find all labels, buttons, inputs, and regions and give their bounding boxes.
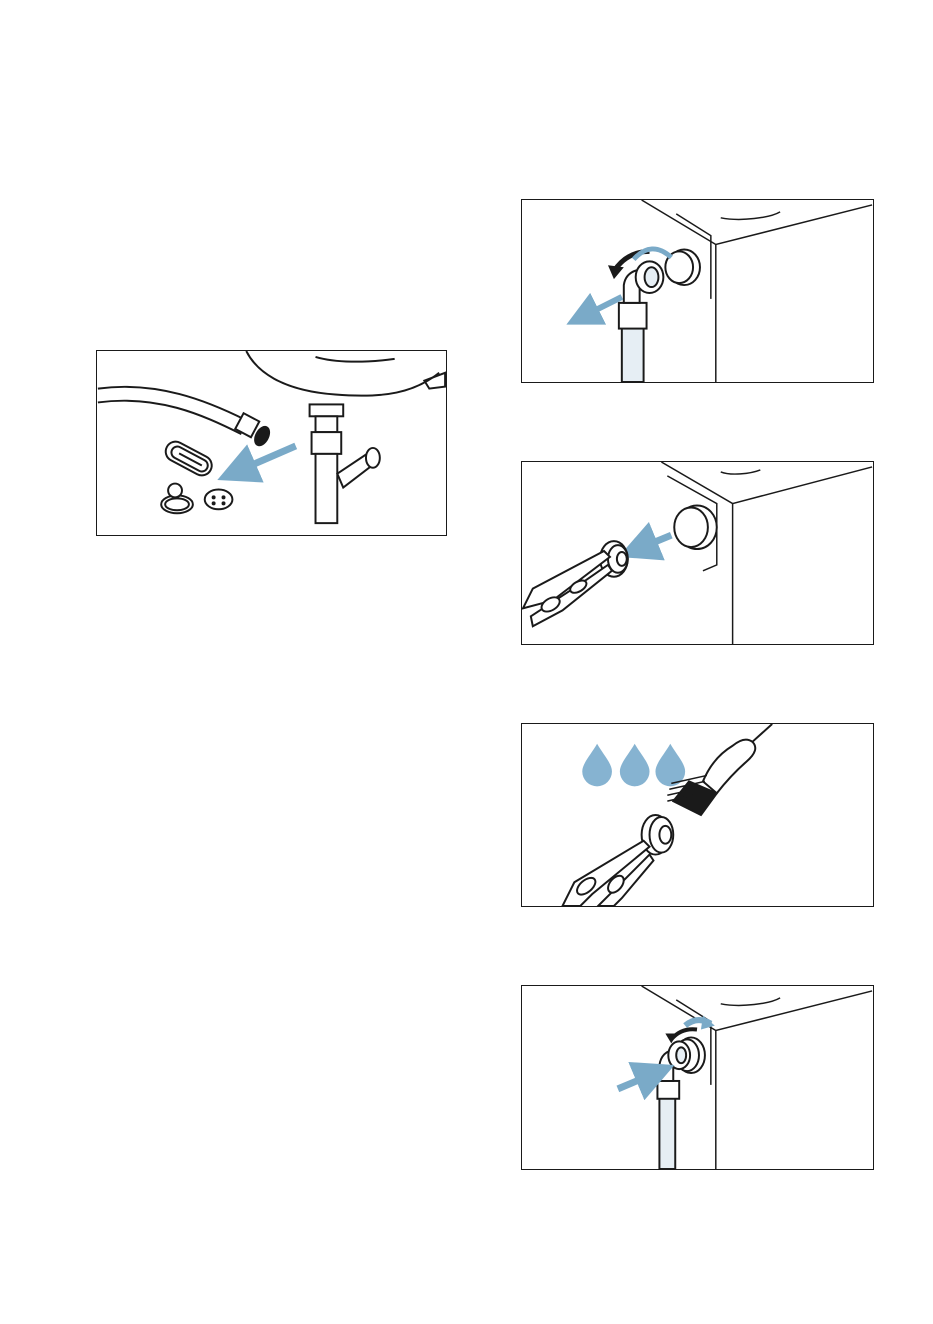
figure-remove-filter xyxy=(521,461,874,645)
remove-filter-illustration xyxy=(522,462,873,644)
figure-clean-filter xyxy=(521,723,874,907)
siphon xyxy=(310,404,380,523)
machine-back xyxy=(642,200,872,382)
pull-arrow-icon xyxy=(582,297,622,317)
supply-hose xyxy=(619,261,664,382)
clean-filter-illustration xyxy=(522,724,873,906)
removal-arrow-icon xyxy=(236,446,295,472)
push-arrow-icon xyxy=(618,1073,656,1089)
pull-arrow-icon xyxy=(638,535,672,549)
reconnect-hose-illustration xyxy=(522,986,873,1169)
button-icon xyxy=(205,489,233,509)
ring-icon xyxy=(161,484,193,514)
unscrew-hose-illustration xyxy=(522,200,873,382)
drain-hose-illustration xyxy=(97,351,446,535)
pliers-icon xyxy=(523,551,612,626)
drain-hose xyxy=(98,387,272,448)
paper-clip-icon xyxy=(162,438,215,479)
figure-unscrew-hose xyxy=(521,199,874,383)
water-drop-icon xyxy=(582,744,612,787)
figure-drain-hose xyxy=(96,350,447,536)
machine-base xyxy=(246,351,445,396)
water-drop-icon xyxy=(655,744,685,787)
figure-reconnect-hose xyxy=(521,985,874,1170)
machine-back xyxy=(661,462,872,644)
water-drop-icon xyxy=(620,744,650,787)
pliers-icon xyxy=(562,841,653,906)
inlet-valve xyxy=(674,506,717,550)
supply-hose xyxy=(657,1041,690,1169)
